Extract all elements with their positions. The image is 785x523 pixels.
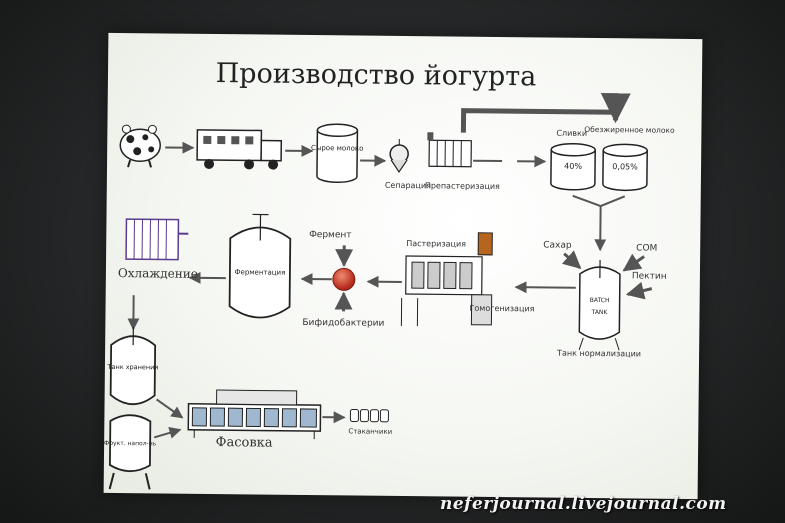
prepasteurization-label: Препастеризация	[425, 181, 500, 191]
norm-tank-label: Танк нормализации	[556, 349, 641, 359]
cream-label: Сливки	[556, 129, 587, 138]
packing-label: Фасовка	[216, 435, 273, 451]
mixing-node	[332, 267, 356, 291]
storage-tank: Танк хранения	[106, 327, 158, 406]
cooling-label: Охлаждение	[118, 266, 198, 281]
enzyme-label: Фермент	[309, 230, 352, 240]
fermentation-label: Ферментация	[234, 268, 285, 277]
tank-label: TANK	[591, 309, 609, 316]
raw-milk-tank: Сырое молоко	[311, 123, 364, 184]
storage-label: Танк хранения	[106, 363, 158, 372]
milk-truck-icon	[196, 129, 283, 170]
slide-title: Производство йогурта	[216, 58, 537, 92]
fruit-filler-label: Фрукт. напол-нь	[104, 440, 157, 448]
separator-icon	[389, 138, 409, 174]
cream-tank: 40%	[550, 143, 596, 191]
skim-milk-tank: 0,05%	[602, 143, 648, 192]
bifido-label: Бифидобактерии	[302, 318, 384, 329]
cream-pct: 40%	[564, 162, 582, 171]
batch-label: BATCH	[590, 297, 610, 304]
watermark: neferjournal.livejournal.com	[440, 494, 727, 514]
pasteurizer-homogenizer-icon	[400, 232, 493, 327]
homogenization-label: Гомогенизация	[470, 304, 535, 314]
cow-icon	[119, 124, 161, 168]
fermentation-tank: Ферментация	[228, 213, 292, 319]
skim-label: Обезжиренное молоко	[584, 125, 675, 135]
prepasteurizer-icon	[427, 132, 472, 168]
separation-label: Сепарация	[385, 181, 431, 190]
raw-milk-label: Сырое молоко	[311, 144, 364, 153]
cups-icon	[349, 408, 389, 423]
pectin-label: Пектин	[632, 271, 667, 281]
skim-pct: 0,05%	[612, 162, 638, 171]
som-label: СОМ	[636, 243, 657, 253]
yogurt-process-diagram: Производство йогурта Сырое молоко	[104, 58, 675, 490]
fruit-filler-tank: Фрукт. напол-нь	[104, 414, 157, 490]
presentation-slide: Производство йогурта Сырое молоко	[103, 32, 703, 500]
packing-machine-icon	[187, 389, 322, 440]
cups-label: Стаканчики	[348, 427, 392, 435]
cooler-icon	[125, 218, 189, 261]
pasteurization-label: Пастеризация	[406, 239, 466, 249]
normalization-tank: BATCH TANK	[578, 260, 621, 351]
sugar-label: Сахар	[543, 240, 572, 250]
